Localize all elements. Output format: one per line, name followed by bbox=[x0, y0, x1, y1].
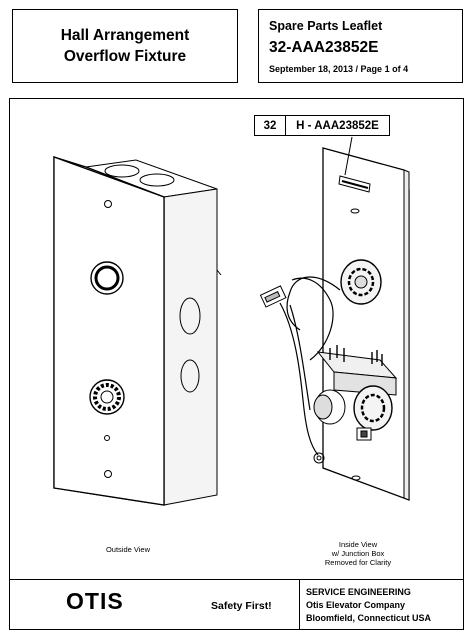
service-info: SERVICE ENGINEERING Otis Elevator Compan… bbox=[306, 586, 431, 625]
inside-view-illustration bbox=[259, 136, 410, 501]
leaflet-date-page: September 18, 2013 / Page 1 of 4 bbox=[269, 64, 409, 74]
part-tag-id: H - AAA23852E bbox=[296, 119, 379, 132]
footer-divider-top bbox=[9, 579, 464, 580]
service-line-2: Otis Elevator Company bbox=[306, 600, 406, 610]
otis-logo: OTIS bbox=[66, 588, 124, 614]
caption-inside-line-3: Removed for Clarity bbox=[324, 558, 392, 567]
drawing-frame bbox=[9, 98, 464, 630]
part-tag-number: 32 bbox=[255, 116, 286, 135]
title-line-2: Overflow Fixture bbox=[63, 48, 187, 65]
leaflet-info-block: Spare Parts Leaflet 32-AAA23852E Septemb… bbox=[258, 9, 463, 83]
service-line-1: SERVICE ENGINEERING bbox=[306, 587, 411, 597]
caption-inside-line-1: Inside View bbox=[338, 540, 378, 549]
service-line-3: Bloomfield, Connecticut USA bbox=[306, 613, 432, 623]
caption-outside-view: Outside View bbox=[105, 545, 151, 554]
outside-view-illustration bbox=[53, 156, 222, 506]
leaflet-number: 32-AAA23852E bbox=[269, 39, 379, 56]
title-block: Hall Arrangement Overflow Fixture bbox=[12, 9, 238, 83]
leaflet-label: Spare Parts Leaflet bbox=[269, 19, 383, 33]
part-tag: 32 H - AAA23852E bbox=[254, 115, 390, 136]
caption-inside-line-2: w/ Junction Box bbox=[331, 549, 385, 558]
safety-slogan: Safety First! bbox=[211, 600, 272, 612]
title-line-1: Hall Arrangement bbox=[60, 27, 190, 44]
caption-inside-view: Inside View w/ Junction Box Removed for … bbox=[318, 540, 398, 567]
footer-divider-vertical bbox=[299, 579, 300, 630]
